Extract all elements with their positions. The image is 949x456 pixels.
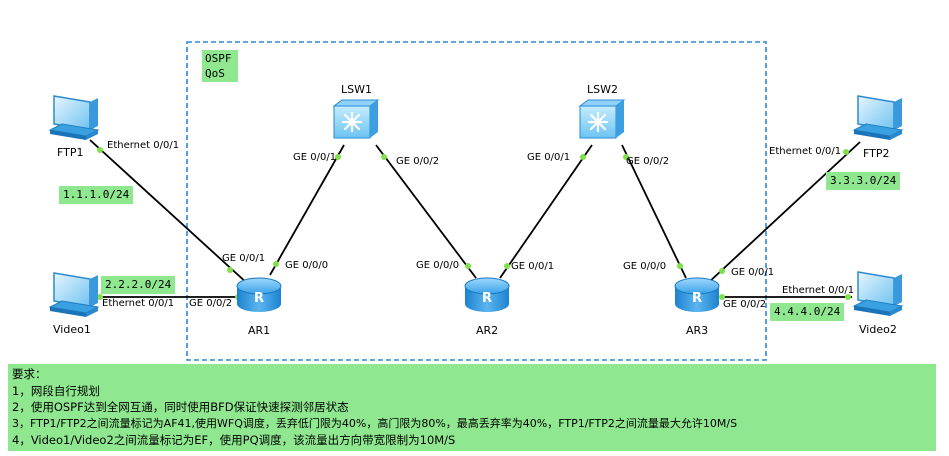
link-ftp1-ar1 [89,139,249,285]
port-label-video2-eth: Ethernet 0/0/1 [782,285,855,296]
pc-video1-icon [48,272,100,317]
port-label-ar1-ge002: GE 0/0/2 [189,298,233,309]
link-ar3-ftp2 [707,141,861,284]
pc-video2-icon [852,271,904,316]
switch-lsw1-icon [332,99,380,139]
svg-text:R: R [254,291,264,306]
node-label-ftp1: FTP1 [57,146,84,159]
links [89,139,861,298]
link-lsw2-ar3 [621,144,687,279]
pc-ftp1-icon [48,95,100,140]
pc-ftp2-icon [852,95,904,140]
router-ar3-icon: R [674,277,720,312]
port-label-ftp2-eth: Ethernet 0/0/1 [769,146,842,157]
link-ar1-lsw1 [269,144,345,276]
node-label-ar2: AR2 [476,324,499,337]
port-label-lsw2-ge001: GE 0/0/1 [527,152,571,163]
ospf-area-boundary [186,41,767,361]
svg-text:R: R [482,291,492,306]
network-tag-video1: 2.2.2.0/24 [101,276,176,294]
node-label-lsw2: LSW2 [587,83,618,96]
network-tag-video2: 4.4.4.0/24 [770,303,845,321]
router-ar2-icon: R [464,277,510,312]
port-label-ar3-ge001: GE 0/0/1 [731,267,775,278]
port-label-ar2-ge000: GE 0/0/0 [416,260,460,271]
node-label-video2: Video2 [859,323,897,336]
node-label-ar1: AR1 [248,324,271,337]
requirements-box: 要求： 1，网段自行规划 2，使用OSPF达到全网互通，同时使用BFD保证快速探… [8,364,936,451]
port-label-lsw1-ge002: GE 0/0/2 [396,156,440,167]
area-tag: OSPF QoS [202,50,238,82]
node-label-ftp2: FTP2 [863,147,890,160]
requirement-item: 2，使用OSPF达到全网互通，同时使用BFD保证快速探测邻居状态 [12,400,349,414]
port-label-lsw1-ge001: GE 0/0/1 [293,152,337,163]
area-protocol-label: OSPF [205,52,232,65]
link-lsw1-ar2 [375,144,477,279]
port-dots [97,147,851,300]
switch-lsw2-icon [578,99,626,139]
port-label-video1-eth: Ethernet 0/0/1 [102,298,175,309]
area-qos-label: QoS [205,67,225,80]
port-label-ar1-ge000: GE 0/0/0 [285,260,329,271]
router-ar1-icon: R [236,277,282,312]
port-label-lsw2-ge002: GE 0/0/2 [626,156,670,167]
network-tag-ftp1: 1.1.1.0/24 [59,186,134,204]
svg-text:R: R [692,291,702,306]
port-label-ar2-ge001: GE 0/0/1 [511,261,555,272]
requirement-item: 3，FTP1/FTP2之间流量标记为AF41,使用WFQ调度，丢弃低门限为40%… [12,416,738,430]
port-label-ar3-ge002: GE 0/0/2 [723,299,767,310]
node-label-ar3: AR3 [686,324,709,337]
requirement-item: 4，Video1/Video2之间流量标记为EF，使用PQ调度，该流量出方向带宽… [12,433,456,447]
network-tag-ftp2: 3.3.3.0/24 [826,172,901,190]
link-ar2-lsw2 [499,144,593,279]
requirements-title: 要求： [12,367,47,381]
node-label-lsw1: LSW1 [341,83,372,96]
port-label-ar1-ge001: GE 0/0/1 [222,253,266,264]
port-label-ar3-ge000: GE 0/0/0 [623,261,667,272]
port-label-ftp1-eth: Ethernet 0/0/1 [107,140,180,151]
requirement-item: 1，网段自行规划 [12,383,100,398]
node-label-video1: Video1 [53,323,91,336]
